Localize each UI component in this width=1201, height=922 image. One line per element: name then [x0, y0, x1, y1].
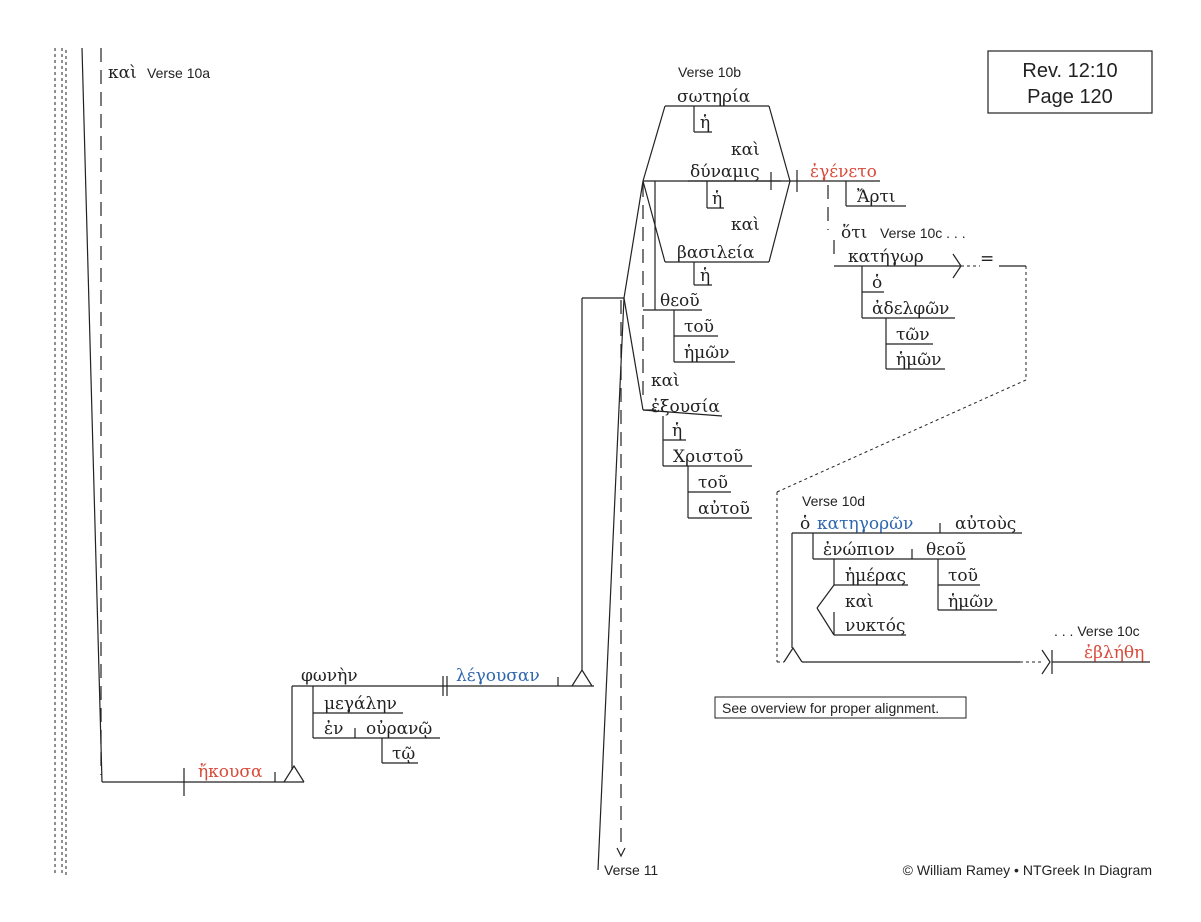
- word-en: ἐν: [324, 719, 343, 739]
- word-ourano: οὐρανῷ: [366, 719, 432, 739]
- label-verse-10c: Verse 10c . . .: [880, 225, 966, 241]
- compound-subject-lines: [597, 105, 791, 871]
- reference-line-1: Rev. 12:10: [1022, 60, 1117, 82]
- word-hemeras: ἡμέρας: [845, 566, 906, 586]
- reference-line-2: Page 120: [1027, 86, 1113, 108]
- alignment-note-text: See overview for proper alignment.: [722, 700, 939, 716]
- word-basileia: βασιλεία: [677, 243, 755, 263]
- word-hemon-3: ἡμῶν: [948, 592, 993, 612]
- word-tou-1: τοῦ: [684, 317, 714, 337]
- word-enopion: ἐνώπιον: [823, 540, 895, 560]
- label-verse-10b: Verse 10b: [678, 64, 741, 80]
- word-kai-verse-10a: καὶ: [108, 63, 137, 83]
- word-tou-3: τοῦ: [948, 566, 978, 586]
- label-verse-10d: Verse 10d: [802, 493, 865, 509]
- word-to: τῷ: [392, 744, 415, 764]
- word-ton: τῶν: [896, 325, 930, 345]
- word-legousan: λέγουσαν: [456, 666, 540, 686]
- word-theou: θεοῦ: [660, 291, 700, 311]
- word-soteria: σωτηρία: [677, 87, 751, 107]
- word-ho-2: ὁ: [800, 514, 810, 534]
- word-ho-1: ὁ: [872, 273, 882, 293]
- main-clause-lines: [81, 47, 305, 796]
- word-autou: αὐτοῦ: [698, 499, 750, 519]
- verse-10d-lines: [776, 492, 1150, 675]
- word-kai-4: καὶ: [845, 592, 874, 612]
- word-kai-1: καὶ: [731, 140, 760, 160]
- object-phrase-lines: [292, 297, 624, 764]
- word-he-2: ἡ: [712, 189, 722, 209]
- word-adelphon: ἀδελφῶν: [872, 299, 949, 319]
- word-nuktos: νυκτός: [845, 616, 905, 636]
- word-kategoron: κατηγορῶν: [817, 514, 913, 534]
- left-border-decoration: [54, 48, 67, 876]
- label-verse-10c-continued: . . . Verse 10c: [1054, 623, 1140, 639]
- word-kai-3: καὶ: [651, 371, 680, 391]
- word-autous: αὐτοὺς: [955, 514, 1016, 534]
- reference-box: Rev. 12:10 Page 120: [987, 50, 1153, 114]
- word-megalen: μεγάλην: [324, 694, 397, 714]
- word-he-4: ἡ: [672, 421, 682, 441]
- copyright: © William Ramey • NTGreek In Diagram: [903, 862, 1152, 878]
- word-dunamis: δύναμις: [690, 162, 760, 182]
- word-arti: Ἄρτι: [857, 187, 896, 207]
- word-he-3: ἡ: [700, 266, 710, 286]
- word-ekousa: ἤκουσα: [198, 762, 263, 782]
- label-verse-11: Verse 11: [604, 862, 658, 878]
- word-kategor: κατήγωρ: [848, 247, 924, 267]
- word-hemon-2: ἡμῶν: [896, 350, 941, 370]
- word-kai-2: καὶ: [731, 215, 760, 235]
- word-tou-2: τοῦ: [698, 473, 728, 493]
- word-exousia: ἐξουσία: [651, 397, 720, 417]
- word-christou: Χριστοῦ: [673, 447, 743, 467]
- verb-egeneto-lines: [776, 170, 1027, 493]
- word-hoti: ὅτι: [841, 223, 867, 243]
- alignment-note: See overview for proper alignment.: [714, 696, 967, 719]
- label-verse-10a: Verse 10a: [147, 65, 210, 81]
- word-theou-2: θεοῦ: [926, 540, 966, 560]
- word-hemon-1: ἡμῶν: [684, 343, 729, 363]
- word-phonen: φωνὴν: [301, 666, 358, 686]
- word-eblethe: ἐβλήθη: [1084, 643, 1144, 663]
- word-egeneto: ἐγένετο: [810, 162, 877, 182]
- word-he-1: ἡ: [700, 113, 710, 133]
- word-equals: =: [980, 249, 994, 269]
